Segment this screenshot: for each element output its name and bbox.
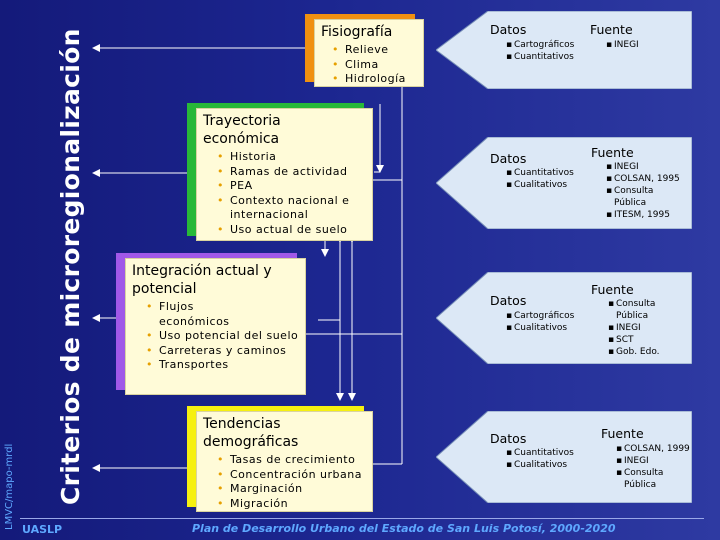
box-title: Trayectoria económica [203,113,281,147]
fuente-label: Fuente [590,22,633,37]
list-item: SCT [608,334,666,346]
list-item: Cartográficos [506,39,574,51]
list-item: Transportes [146,358,305,373]
list-item: Marginación [217,482,372,497]
box-title: Fisiografía [321,24,393,40]
list-item: Migración [217,497,372,512]
panel-integracion: Datos Fuente Cartográficos Cualitativos … [436,272,692,364]
box-fisiografia: Fisiografía Relieve Clima Hidrología [314,19,424,87]
datos-list: Cuantitativos Cualitativos [506,167,574,191]
item-list: Historia Ramas de actividad PEA Contexto… [197,150,372,237]
list-item: INEGI [616,455,690,467]
datos-label: Datos [490,151,527,166]
list-item: INEGI [606,161,686,173]
list-item: Cuantitativos [506,447,574,459]
fuentes-list: Consulta Pública INEGI SCT Gob. Edo. [608,298,666,358]
list-item: Uso potencial del suelo [146,329,305,344]
list-item: Cartográficos [506,310,574,322]
list-item: COLSAN, 1995 [606,173,686,185]
panel-tendencias: Datos Fuente Cuantitativos Cualitativos … [436,411,692,503]
list-item: Hidrología [332,72,423,87]
list-item: Cualitativos [506,459,574,471]
list-item: Historia [217,150,372,165]
box-integracion: Integración actual y potencial Flujos ec… [125,258,306,395]
box-title: Tendencias demográficas [203,416,299,450]
fuentes-list: INEGI [606,39,639,51]
list-item: Consulta Pública [608,298,666,322]
list-item: Cualitativos [506,179,574,191]
list-item: ITESM, 1995 [606,209,686,221]
list-item: PEA [217,179,372,194]
fuente-label: Fuente [591,282,634,297]
list-item: Contexto nacional e internacional [217,194,355,223]
list-item: Gob. Edo. [608,346,666,358]
list-item: Flujos económicos [146,300,234,329]
list-item: Consulta Pública [616,467,674,491]
panel-fisiografia: Datos Fuente Cartográficos Cuantitativos… [436,11,692,89]
footer-plan-title: Plan de Desarrollo Urbano del Estado de … [192,522,616,535]
fuente-label: Fuente [601,426,644,441]
list-item: INEGI [606,39,639,51]
box-title: Integración actual y potencial [132,263,272,297]
credit-text: LMVC/mapo-mrdl [4,443,15,530]
list-item: Uso actual de suelo [217,223,372,238]
fuente-label: Fuente [591,145,634,160]
list-item: INEGI [608,322,666,334]
fuentes-list: INEGI COLSAN, 1995 Consulta Pública ITES… [606,161,686,221]
item-list: Tasas de crecimiento Concentración urban… [197,453,372,511]
list-item: Consulta Pública [606,185,664,209]
list-item: Ramas de actividad [217,165,372,180]
box-tendencias-demograficas: Tendencias demográficas Tasas de crecimi… [196,411,373,512]
datos-list: Cartográficos Cuantitativos [506,39,574,63]
fuentes-list: COLSAN, 1999 INEGI Consulta Pública [616,443,690,491]
list-item: COLSAN, 1999 [616,443,690,455]
list-item: Cuantitativos [506,51,574,63]
panel-trayectoria: Datos Fuente Cuantitativos Cualitativos … [436,137,692,229]
item-list: Relieve Clima Hidrología [315,43,423,87]
datos-list: Cartográficos Cualitativos [506,310,574,334]
footer-institution: UASLP [22,523,63,536]
item-list: Flujos económicos Uso potencial del suel… [126,300,305,373]
list-item: Clima [332,58,423,73]
footer-divider [20,518,704,519]
datos-label: Datos [490,293,527,308]
list-item: Tasas de crecimiento [217,453,372,468]
datos-label: Datos [490,431,527,446]
datos-label: Datos [490,22,527,37]
list-item: Cualitativos [506,322,574,334]
main-title: Criterios de microregionalización [56,28,85,505]
list-item: Relieve [332,43,423,58]
list-item: Concentración urbana [217,468,372,483]
datos-list: Cuantitativos Cualitativos [506,447,574,471]
list-item: Cuantitativos [506,167,574,179]
list-item: Carreteras y caminos [146,344,305,359]
box-trayectoria-economica: Trayectoria económica Historia Ramas de … [196,108,373,241]
